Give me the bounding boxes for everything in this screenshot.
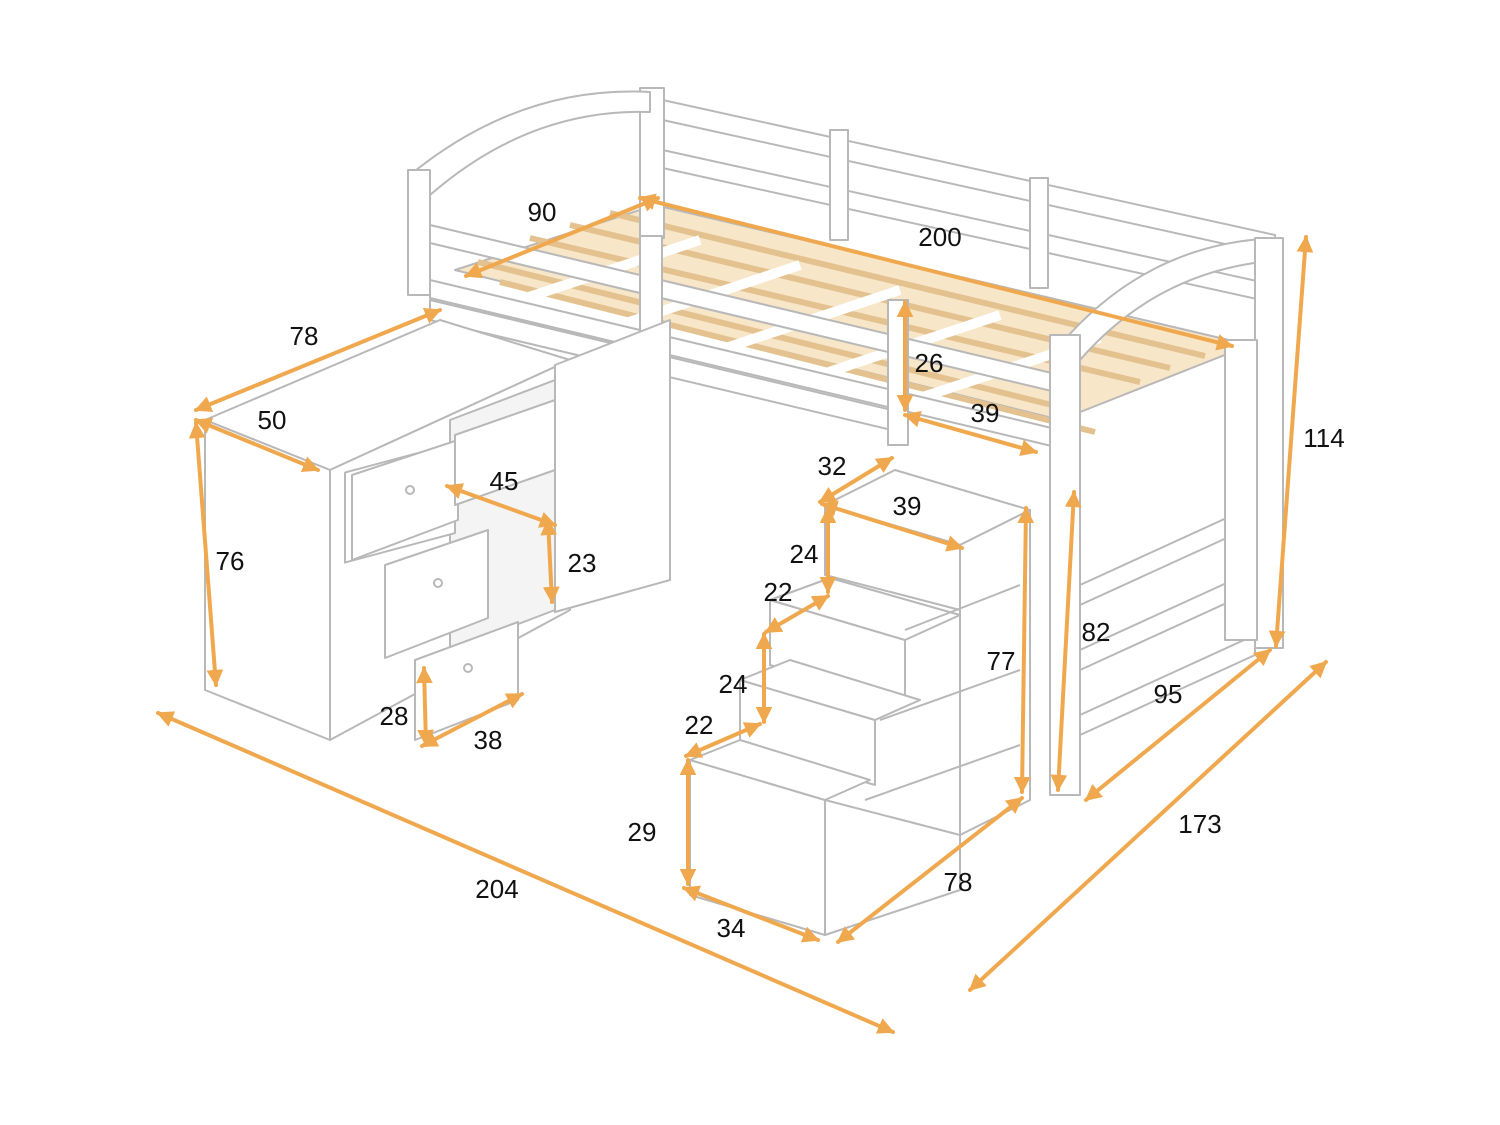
- label-overall-depth: 173: [1178, 809, 1222, 839]
- dimension-arrows: [156, 193, 1328, 1034]
- label-guardrail-height: 26: [914, 348, 944, 378]
- label-stair-base-height: 29: [627, 817, 657, 847]
- arrow-guardrail-gap: [903, 411, 1038, 456]
- foot-post-front: [1049, 334, 1081, 796]
- label-under-bed-clearance: 82: [1081, 617, 1111, 647]
- label-bed-length: 200: [918, 222, 962, 252]
- arrow-bed-width: [464, 195, 660, 279]
- label-bottom-drawer-height: 28: [379, 701, 409, 731]
- arrow-desk-height: [188, 421, 224, 687]
- arrow-bed-length: [638, 193, 1234, 351]
- back-post-mid: [829, 129, 849, 241]
- arrow-drawer-height: [540, 518, 560, 604]
- label-drawer-height: 23: [567, 548, 597, 578]
- desk-cabinet: [204, 319, 671, 741]
- label-step-height-upper: 24: [789, 539, 819, 569]
- arrow-bottom-drawer-height: [415, 666, 435, 747]
- back-post-right: [1029, 177, 1049, 289]
- arrow-stair-top-width: [820, 500, 964, 552]
- arrow-drawer-width: [445, 483, 557, 528]
- label-desk-depth: 78: [289, 321, 319, 351]
- head-arch: [409, 90, 651, 196]
- label-overall-length: 204: [475, 874, 519, 904]
- small-drawer: [454, 399, 556, 506]
- label-stair-base-width: 34: [716, 913, 746, 943]
- arrow-stair-top-depth: [818, 456, 894, 504]
- arrow-step-depth-upper: [764, 594, 830, 634]
- label-drawer-width: 45: [489, 466, 519, 496]
- stair-tread-3: [769, 577, 961, 641]
- label-bed-depth-foot: 95: [1153, 679, 1183, 709]
- label-step-height-lower: 24: [718, 669, 748, 699]
- label-guardrail-gap: 39: [970, 398, 1000, 428]
- label-stair-top-width: 39: [892, 491, 922, 521]
- stair-shelf-panel: [824, 799, 961, 936]
- stair-shelf-1: [904, 584, 1021, 631]
- label-overall-height: 114: [1303, 423, 1345, 453]
- label-stair-top-depth: 32: [817, 451, 847, 481]
- arrow-overall-depth: [968, 660, 1328, 992]
- drawer-knob-3: [463, 663, 473, 673]
- label-desk-height: 76: [215, 546, 245, 576]
- arrow-overall-height: [1268, 235, 1314, 648]
- foot-side-board: [1224, 339, 1258, 641]
- label-stair-height: 77: [986, 646, 1016, 676]
- arrow-overall-length: [156, 711, 895, 1034]
- label-desk-width: 50: [257, 405, 287, 435]
- label-step-depth-upper: 22: [763, 577, 793, 607]
- head-post-left: [407, 169, 431, 296]
- arrow-desk-depth: [194, 307, 442, 413]
- label-step-depth-lower: 22: [684, 710, 714, 740]
- label-bed-width: 90: [527, 197, 557, 227]
- drawer-2-front: [384, 529, 489, 659]
- label-bottom-drawer-width: 38: [473, 725, 503, 755]
- label-stair-length: 78: [943, 867, 973, 897]
- staircase: [689, 469, 1031, 936]
- drawer-knob-2: [433, 578, 443, 588]
- drawer-knob-1: [405, 485, 415, 495]
- stair-tread-2: [739, 659, 921, 721]
